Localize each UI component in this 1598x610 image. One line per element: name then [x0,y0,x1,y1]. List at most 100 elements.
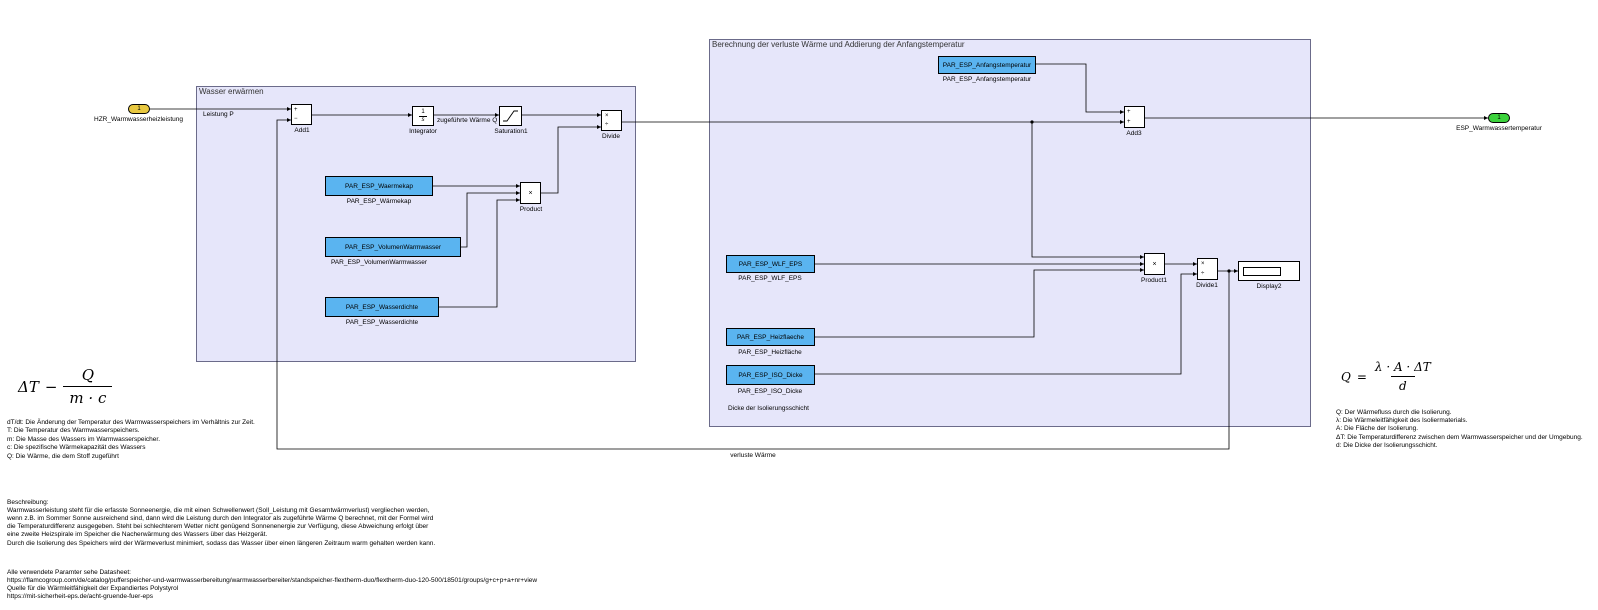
param-iso-caption: PAR_ESP_ISO_Dicke [737,388,803,395]
outport-warmwassertemperatur[interactable]: 1 [1488,113,1510,123]
sources-line-1: Alle verwendete Paramter sehe Datasheet: [7,569,131,576]
legend-right-line-2: λ: Die Wärmeleitfähigkeit des Isoliermat… [1336,417,1468,424]
param-anfangstemp-block[interactable]: PAR_ESP_Anfangstemperatur [938,56,1036,74]
wire-anfangstemp-add3 [1036,63,1124,114]
signal-verluste-label: verluste Wärme [730,452,776,459]
add3-label: Add3 [1126,130,1142,137]
param-wasserdichte-caption: PAR_ESP_Wasserdichte [345,319,419,326]
legend-left-line-2: T: Die Temperatur des Warmwasserspeicher… [7,427,140,434]
add1-minus-sign: − [294,116,298,123]
integrator-numerator: 1 [419,108,427,117]
product-label: Product [519,206,543,213]
param-volumen-block[interactable]: PAR_ESP_VolumenWarmwasser [325,237,461,257]
product1-label: Product1 [1140,277,1168,284]
wire-product-divide [541,125,601,194]
add1-plus-sign: + [294,106,298,113]
inport-heizleistung[interactable]: 1 [128,104,150,114]
divide-block[interactable]: × ÷ [601,110,622,131]
formula-right: Q = λ · A · ΔT d [1341,360,1433,393]
outport-label: ESP_Warmwassertemperatur [1456,125,1542,132]
add1-block[interactable]: + − [291,104,312,125]
wire-verluste-feedback [276,118,1230,450]
display2-block[interactable] [1238,261,1300,281]
description-line-2: Warmwasserleistung steht für die erfasst… [7,507,430,514]
param-wlf-block[interactable]: PAR_ESP_WLF_EPS [726,255,815,273]
sources-line-3: Quelle für die Wärmleitfähigkeit der Exp… [7,585,179,592]
add3-plus-sign-2: + [1127,119,1131,125]
formula-right-op: = [1356,369,1367,384]
sources-line-4[interactable]: https://mit-sicherheit-eps.de/acht-gruen… [7,593,153,600]
param-wasserdichte-block[interactable]: PAR_ESP_Wasserdichte [325,297,439,317]
legend-left-line-1: dT/dt: Die Änderung der Temperatur des W… [7,419,255,426]
inport-label: HZR_Warmwasserheizleistung [94,116,183,123]
formula-left-lhs: ΔT [18,377,39,396]
formula-right-num: λ · A · ΔT [1374,360,1431,374]
wire-volumen-product [461,191,520,248]
param-wlf-caption: PAR_ESP_WLF_EPS [738,275,802,282]
param-heizflaeche-caption: PAR_ESP_Heizfläche [738,349,802,356]
product-symbol: × [528,189,533,197]
product-block[interactable]: × [520,182,541,204]
param-waermekap-block[interactable]: PAR_ESP_Waermekap [325,176,433,196]
description-line-1: Beschreibung: [7,499,49,506]
legend-right-line-4: ΔT: Die Temperaturdifferenz zwischen dem… [1336,434,1583,441]
legend-right-line-3: A: Die Fläche der Isolierung. [1336,425,1419,432]
formula-left-fraction: Q m · c [63,366,113,407]
formula-left-num: Q [81,366,95,384]
wire-branch-product1 [1031,122,1144,259]
add1-label: Add1 [294,127,310,134]
branch-point-temp [1030,120,1034,124]
param-waermekap-caption: PAR_ESP_Wärmekap [346,198,412,205]
description-line-4: die Temperaturdifferenz ausgegeben. Steh… [7,523,429,530]
display2-label: Display2 [1256,283,1282,290]
subsystem-left-title: Wasser erwärmen [199,87,264,96]
param-iso-block[interactable]: PAR_ESP_ISO_Dicke [726,365,815,385]
param-anfangstemp-caption: PAR_ESP_Anfangstemperatur [942,76,1032,83]
formula-left: ΔT − Q m · c [18,366,113,407]
display2-value-field [1243,266,1281,276]
formula-right-lhs: Q [1341,369,1351,384]
subsystem-right-title: Berechnung der verluste Wärme und Addier… [712,40,965,49]
divide1-div-sign: ÷ [1201,271,1205,277]
divide1-block[interactable]: × ÷ [1197,258,1218,280]
saturation-label: Saturation1 [494,128,528,135]
legend-right-line-1: Q: Der Wärmefluss durch die Isolierung. [1336,409,1452,416]
legend-left-line-4: c: Die spezifische Wärmekapazität des Wa… [7,444,146,451]
signal-waerme-q-label: zugeführte Wärme Q [437,117,498,124]
iso-note-annotation: Dicke der Isolierungsschicht [728,405,809,412]
saturation-icon [503,110,518,122]
integrator-block[interactable]: 1 s [412,106,434,126]
legend-left-line-3: m: Die Masse des Wassers im Warmwassersp… [7,436,161,443]
subsystem-verluste-waerme[interactable] [709,39,1311,427]
branch-point-verluste [1227,269,1231,273]
add3-plus-sign-1: + [1127,109,1131,115]
wire-wasserdichte-product [439,198,520,308]
formula-right-fraction: λ · A · ΔT d [1373,360,1433,393]
divide1-label: Divide1 [1196,282,1218,289]
divide-label: Divide [601,133,621,140]
signal-leistung-label: Leistung P [203,111,234,118]
description-line-3: wenn z.B. im Sommer Sonne ausreichend si… [7,515,434,522]
integrator-label: Integrator [409,128,437,135]
formula-left-op: − [44,377,58,396]
legend-left-line-5: Q: Die Wärme, die dem Stoff zugeführt [7,453,119,460]
wire-heizflaeche-product1 [815,268,1144,338]
formula-left-den: m · c [63,386,113,407]
wire-iso-divide1 [815,272,1197,375]
divide-times-sign: × [605,112,609,119]
product1-block[interactable]: × [1144,253,1165,275]
description-line-6: Durch die Isolierung des Speichers wird … [7,540,436,547]
divide-div-sign: ÷ [605,122,609,129]
divide1-times-sign: × [1201,261,1205,267]
integrator-denominator: s [421,116,425,123]
product1-symbol: × [1152,260,1157,268]
formula-right-den: d [1390,376,1415,393]
saturation-block[interactable] [499,106,522,126]
legend-right-line-5: d: Die Dicke der Isolierungsschicht. [1336,442,1438,449]
add3-block[interactable]: + + [1124,106,1145,128]
param-volumen-caption: PAR_ESP_VolumenWarmwasser [330,259,428,266]
sources-line-2[interactable]: https://flamcogroup.com/de/catalog/puffe… [7,577,538,584]
description-line-5: eine zweite Heizspirale im Speicher die … [7,531,268,538]
param-heizflaeche-block[interactable]: PAR_ESP_Heizflaeche [726,328,815,346]
